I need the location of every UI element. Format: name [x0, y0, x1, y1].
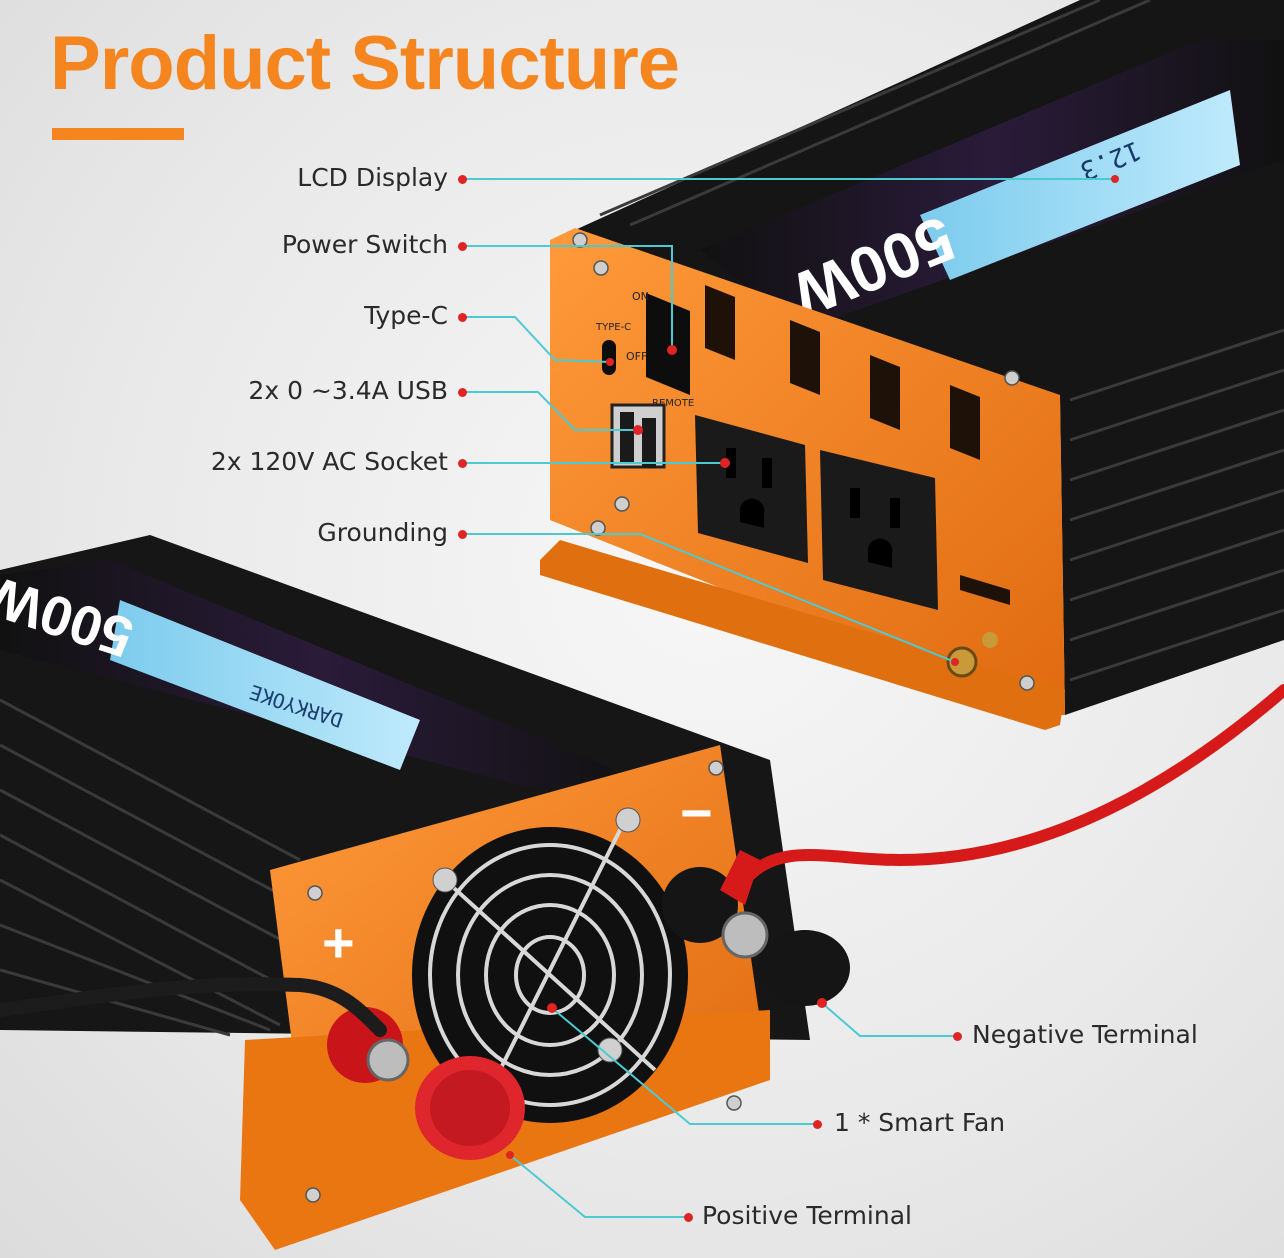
callout-label-lcd: LCD Display — [297, 163, 448, 192]
callout-label-pos: Positive Terminal — [702, 1201, 912, 1230]
grounding-stud — [946, 646, 978, 678]
callout-label-fan: 1 * Smart Fan — [834, 1108, 1006, 1137]
callout-dot-usb — [458, 388, 467, 397]
callout-line-ground — [462, 533, 956, 663]
black-cable — [0, 977, 387, 1037]
switch-off-label: OFF — [626, 350, 647, 363]
callout-dot-fan — [813, 1120, 822, 1129]
callout-line-usb — [462, 391, 638, 431]
callout-dot-typec — [458, 313, 467, 322]
red-cable — [739, 684, 1284, 886]
negative-terminal — [662, 867, 850, 1006]
lcd-screen-top — [920, 90, 1240, 280]
callout-line-neg — [821, 1002, 955, 1037]
positive-terminal — [327, 1007, 525, 1160]
inverter-top: 500W 12.3 ON OFF TYPE-C REMOTE — [540, 0, 1284, 730]
title-underline — [52, 128, 184, 140]
remote-label: REMOTE — [652, 398, 694, 409]
callout-line-pos — [509, 1154, 688, 1218]
callout-dot-pos — [684, 1213, 693, 1222]
type-c-label: TYPE-C — [595, 322, 631, 333]
switch-on-label: ON — [632, 290, 649, 303]
callout-line-fan — [551, 1007, 815, 1125]
callout-label-typec: Type-C — [364, 301, 448, 330]
ac-socket-1 — [695, 415, 808, 563]
callout-dot-ac — [458, 459, 467, 468]
type-c-port — [602, 340, 616, 375]
callout-dot-neg — [953, 1032, 962, 1041]
inverter-bottom: 500W DARKYOKE + − — [0, 535, 1284, 1250]
callout-line-switch — [462, 245, 673, 350]
callout-lines — [462, 178, 1115, 1218]
callout-label-neg: Negative Terminal — [972, 1020, 1198, 1049]
callout-label-ground: Grounding — [317, 518, 448, 547]
callout-label-ac: 2x 120V AC Socket — [210, 447, 448, 476]
page-title: Product Structure — [50, 21, 680, 106]
callout-dot-switch — [458, 242, 467, 251]
cooling-fins-bottom — [0, 698, 301, 1037]
usb-ports — [610, 403, 666, 469]
power-switch — [646, 293, 690, 395]
callout-dot-lcd — [458, 175, 467, 184]
callout-label-usb: 2x 0 ~3.4A USB — [248, 376, 448, 405]
callout-label-switch: Power Switch — [281, 230, 448, 259]
negative-mark: − — [680, 781, 713, 844]
ac-socket-2 — [820, 450, 938, 610]
lcd-screen-bottom — [110, 600, 420, 770]
callout-line-typec — [462, 316, 611, 363]
callout-dot-ground — [458, 530, 467, 539]
positive-mark: + — [322, 911, 355, 974]
